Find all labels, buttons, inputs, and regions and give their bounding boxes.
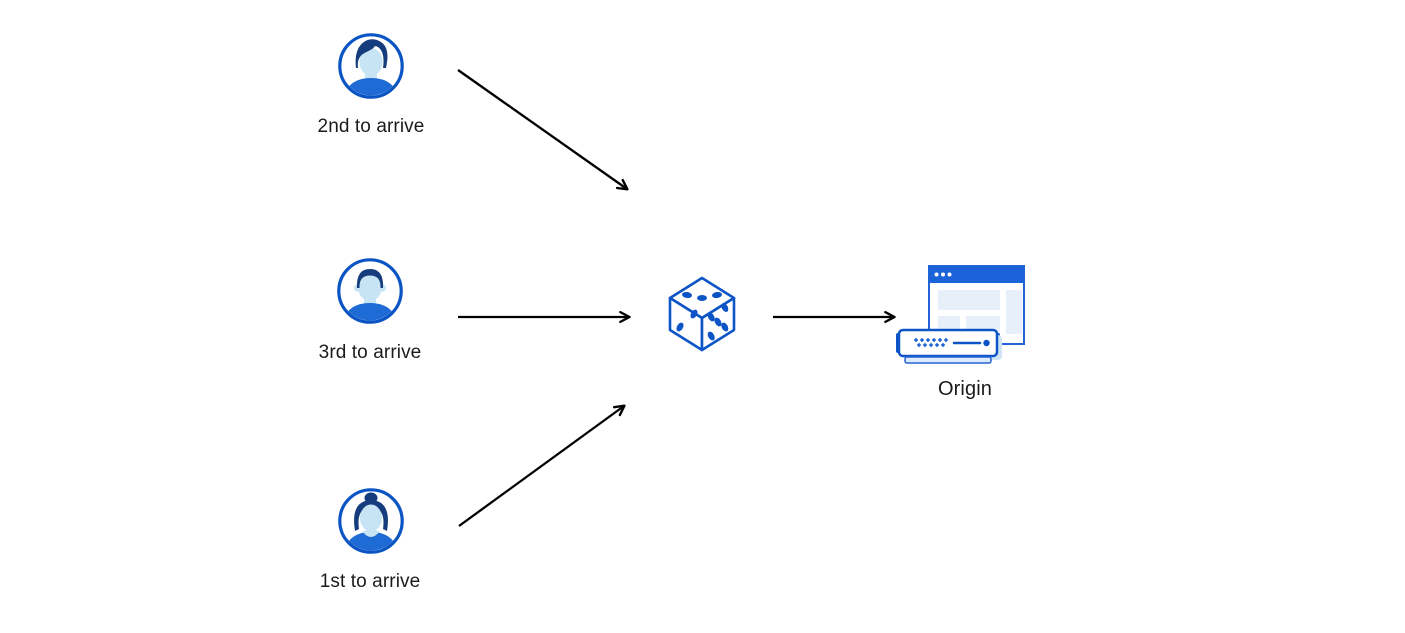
arrow-user1st-to-dice <box>458 404 626 527</box>
user-node-1st <box>337 487 405 555</box>
user-label-2nd: 2nd to arrive <box>317 116 425 137</box>
user-label-3rd: 3rd to arrive <box>318 342 422 363</box>
origin-label: Origin <box>938 378 992 400</box>
user-node-2nd <box>337 32 405 100</box>
server-vent-diamonds <box>913 337 949 348</box>
user-male-swept-hair-avatar-icon <box>338 33 404 99</box>
user-male-short-hair-avatar-icon <box>337 258 403 324</box>
arrow-user2nd-to-dice <box>457 69 629 191</box>
dice-icon <box>668 276 736 352</box>
user-female-bun-avatar-icon <box>338 488 404 554</box>
origin-node <box>896 262 1030 366</box>
randomizer-node <box>666 274 738 354</box>
server-icon <box>896 328 1002 364</box>
server-indicator-light <box>983 339 990 347</box>
origin-server-icon <box>896 265 1025 364</box>
user-label-1st: 1st to arrive <box>319 571 421 592</box>
user-node-3rd <box>336 257 404 325</box>
dice-pips <box>676 291 729 341</box>
